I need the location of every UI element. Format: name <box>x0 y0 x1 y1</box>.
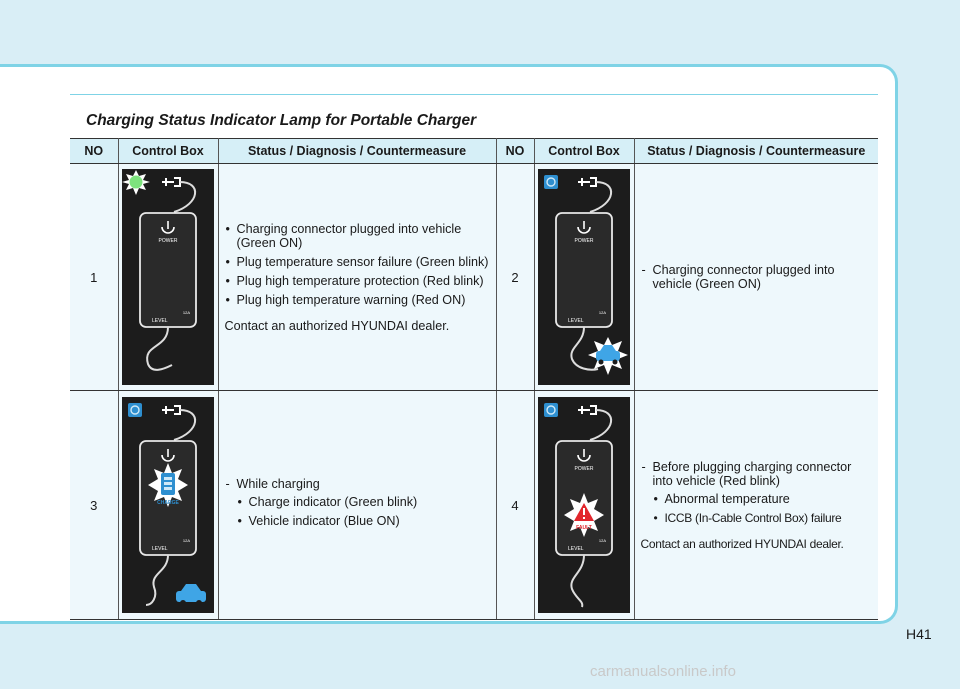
row-number: 4 <box>495 390 535 620</box>
status-cell: Charging connector plugged into vehicle … <box>217 163 497 391</box>
control-box-charging-icon: CHARGE 12A LEVEL <box>122 397 214 613</box>
status-table: NO Control Box Status / Diagnosis / Coun… <box>70 138 878 620</box>
green-charge-burst-icon: CHARGE <box>148 463 188 507</box>
status-dash-item: Before plugging charging connector into … <box>641 460 873 488</box>
status-sublist: Abnormal temperature ICCB (In-Cable Cont… <box>641 492 873 525</box>
level-label: LEVEL <box>152 546 168 552</box>
col-header-no-1: NO <box>70 138 119 164</box>
status-sublist: Charge indicator (Green blink) Vehicle i… <box>225 495 490 528</box>
status-cell: Before plugging charging connector into … <box>633 390 878 620</box>
blue-car-icon <box>176 584 206 606</box>
list-item: Abnormal temperature <box>653 492 873 506</box>
col-header-status-1: Status / Diagnosis / Countermeasure <box>217 138 497 164</box>
control-box-image: POWER FAULT 12A LEVEL <box>533 390 635 620</box>
list-item: ICCB (In-Cable Control Box) failure <box>653 511 873 525</box>
amp-label: 12A <box>599 310 606 315</box>
amp-label: 12A <box>183 310 190 315</box>
control-box-image: POWER 12A LEVEL <box>533 163 635 391</box>
status-list: Charging connector plugged into vehicle … <box>225 222 490 307</box>
dealer-note: Contact an authorized HYUNDAI dealer. <box>224 318 450 333</box>
watermark: carmanualsonline.info <box>590 663 736 680</box>
col-header-control-box-2: Control Box <box>533 138 635 164</box>
control-box-image: POWER 12A LEVEL <box>117 163 219 391</box>
section-title: Charging Status Indicator Lamp for Porta… <box>86 112 477 129</box>
control-box-green-plug-icon: POWER 12A LEVEL <box>122 169 214 385</box>
level-label: LEVEL <box>152 318 168 324</box>
control-box-fault-icon: POWER FAULT 12A LEVEL <box>538 397 630 613</box>
status-cell: Charging connector plugged into vehicle … <box>633 163 878 391</box>
col-header-status-2: Status / Diagnosis / Countermeasure <box>633 138 878 164</box>
power-label: POWER <box>575 238 594 244</box>
row-number: 3 <box>70 390 119 620</box>
amp-label: 12A <box>599 538 606 543</box>
table-row: 1 POWER 12A LEVEL <box>70 163 878 391</box>
list-item: Charge indicator (Green blink) <box>237 495 490 509</box>
status-cell: While charging Charge indicator (Green b… <box>217 390 497 620</box>
blue-car-burst-icon <box>588 337 628 375</box>
list-item: Plug temperature sensor failure (Green b… <box>225 255 490 269</box>
level-label: LEVEL <box>568 546 584 552</box>
status-dash-item: Charging connector plugged into vehicle … <box>641 263 873 291</box>
col-header-no-2: NO <box>495 138 535 164</box>
list-item: Plug high temperature warning (Red ON) <box>225 293 490 307</box>
page-number: H41 <box>906 626 932 642</box>
row-number: 1 <box>70 163 119 391</box>
top-rule <box>70 94 878 95</box>
fault-warning-burst-icon: FAULT <box>564 493 604 537</box>
control-box-vehicle-connected-icon: POWER 12A LEVEL <box>538 169 630 385</box>
level-label: LEVEL <box>568 318 584 324</box>
fault-label: FAULT <box>576 525 592 531</box>
col-header-control-box-1: Control Box <box>117 138 219 164</box>
table-header-row: NO Control Box Status / Diagnosis / Coun… <box>70 138 878 164</box>
row-number: 2 <box>495 163 535 391</box>
list-item: Plug high temperature protection (Red bl… <box>225 274 490 288</box>
list-item: Charging connector plugged into vehicle … <box>225 222 490 250</box>
control-box-image: CHARGE 12A LEVEL <box>117 390 219 620</box>
amp-label: 12A <box>183 538 190 543</box>
table-row: 3 CHARGE <box>70 390 878 620</box>
green-lamp-burst-icon <box>122 170 150 195</box>
list-item: Vehicle indicator (Blue ON) <box>237 514 490 528</box>
status-dash-item: While charging <box>225 477 490 491</box>
power-label: POWER <box>575 466 594 472</box>
dealer-note: Contact an authorized HYUNDAI dealer. <box>640 536 844 551</box>
charge-label: CHARGE <box>157 500 179 506</box>
power-label: POWER <box>159 238 178 244</box>
